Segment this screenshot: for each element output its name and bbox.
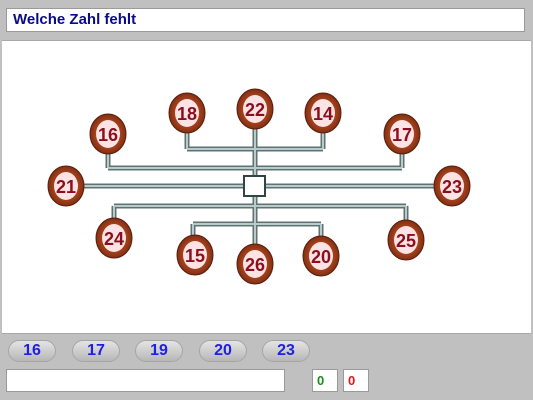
title-bar: Welche Zahl fehlt	[6, 8, 525, 32]
missing-number-target[interactable]	[243, 175, 266, 197]
node-4: 16	[89, 113, 127, 155]
node-11: 26	[236, 243, 274, 285]
node-8: 24	[95, 217, 133, 259]
node-4-value: 16	[98, 125, 118, 145]
node-2-value: 22	[245, 100, 265, 120]
node-11-value: 26	[245, 255, 265, 275]
node-3-value: 14	[313, 104, 333, 124]
node-2: 22	[236, 88, 274, 130]
message-box	[6, 369, 285, 392]
node-10-value: 15	[185, 246, 205, 266]
node-3: 14	[304, 92, 342, 134]
answer-option-2[interactable]: 17	[72, 340, 120, 362]
node-5: 17	[383, 113, 421, 155]
node-5-value: 17	[392, 125, 412, 145]
node-12-value: 20	[311, 247, 331, 267]
node-12: 20	[302, 235, 340, 277]
answer-option-4[interactable]: 20	[199, 340, 247, 362]
node-1-value: 18	[177, 104, 197, 124]
answer-option-5[interactable]: 23	[262, 340, 310, 362]
wrong-count: 0	[343, 369, 369, 392]
title-text: Welche Zahl fehlt	[13, 11, 137, 28]
node-7: 23	[433, 165, 471, 207]
answer-option-1[interactable]: 16	[8, 340, 56, 362]
answer-option-3[interactable]: 19	[135, 340, 183, 362]
node-7-value: 23	[442, 177, 462, 197]
node-8-value: 24	[104, 229, 124, 249]
node-9: 25	[387, 219, 425, 261]
node-10: 15	[176, 234, 214, 276]
correct-count: 0	[312, 369, 338, 392]
node-6-value: 21	[56, 177, 76, 197]
node-9-value: 25	[396, 231, 416, 251]
node-6: 21	[47, 165, 85, 207]
node-1: 18	[168, 92, 206, 134]
